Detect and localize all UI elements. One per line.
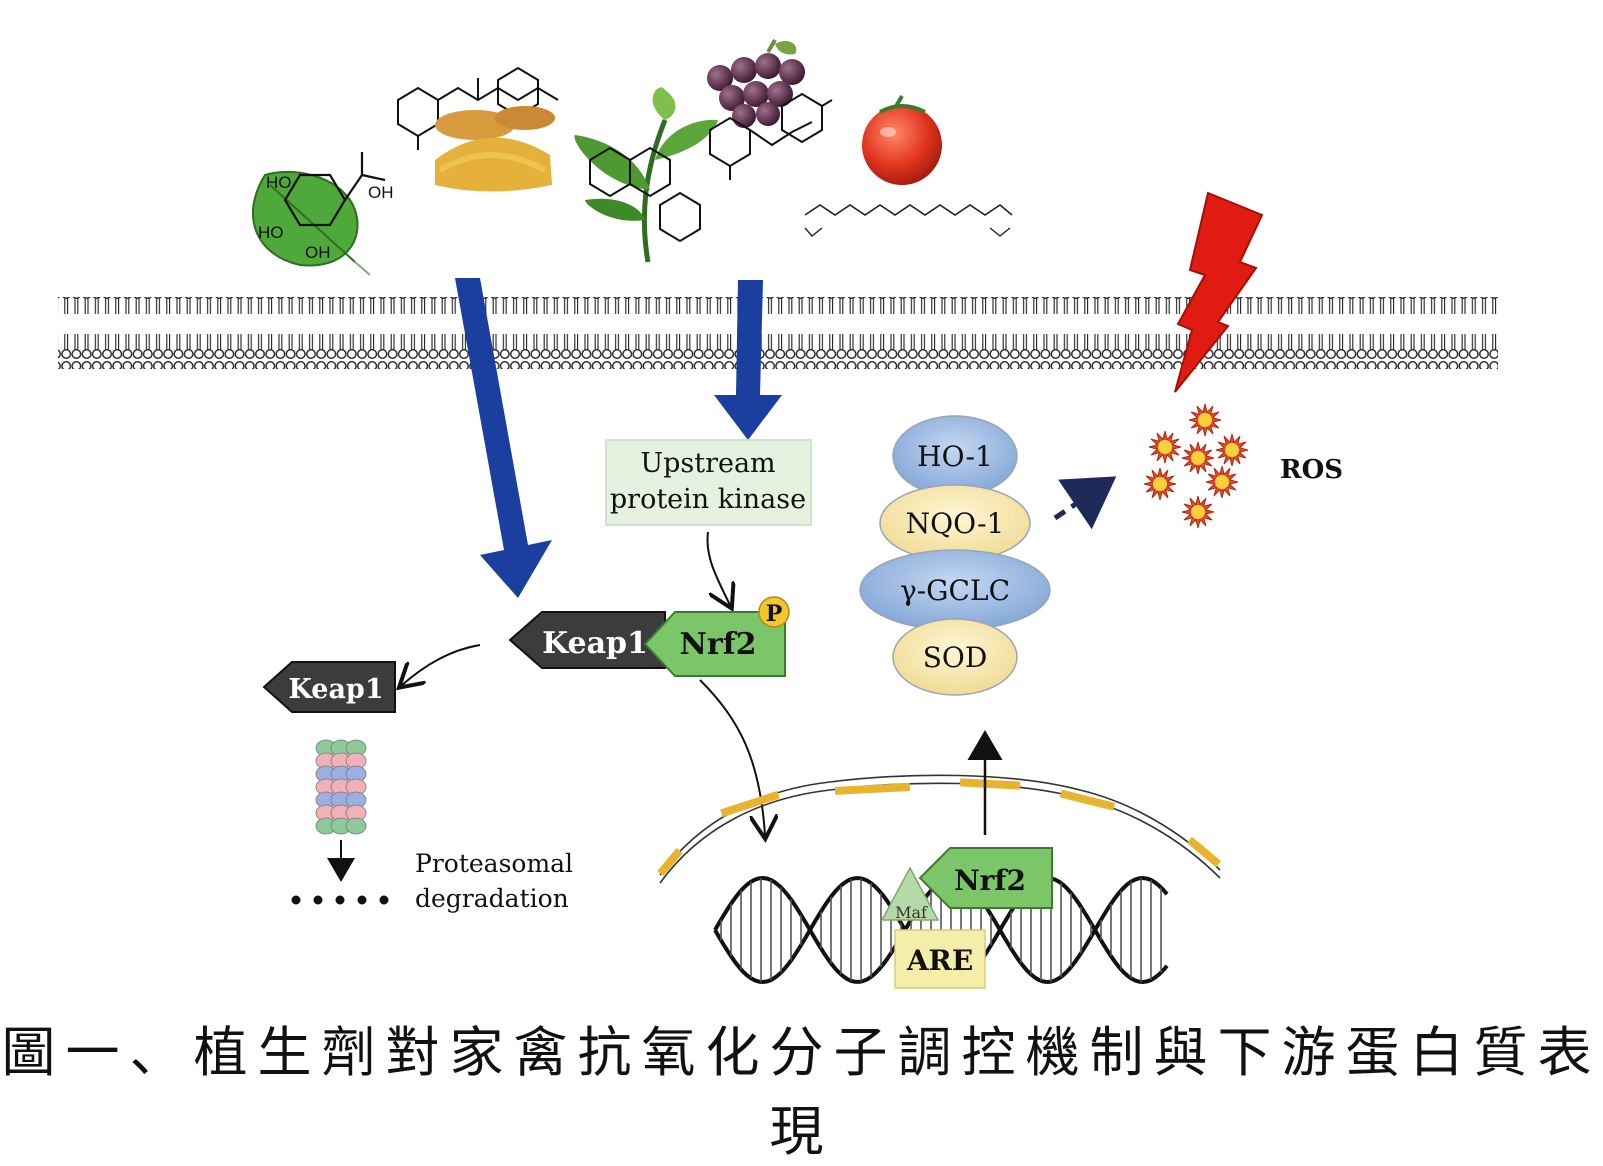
ros-cluster [1143, 403, 1249, 529]
catechin-tea-illustration [574, 87, 718, 263]
keap1-free-label: Keap1 [288, 674, 383, 705]
maf-label: Maf [895, 903, 928, 922]
hydroxy-label: OH [368, 183, 394, 202]
hydroxy-label: HO [258, 223, 284, 242]
gallic-acid-leaf-illustration: HO HO OH OH [251, 152, 394, 276]
kinase-to-nrf2-arrow [706, 531, 730, 605]
degradation-label: degradation [415, 884, 569, 913]
nuclear-envelope [657, 774, 1222, 884]
ros-label: ROS [1280, 455, 1343, 485]
upstream-kinase-line2: protein kinase [610, 484, 806, 515]
figure-caption: 圖一、植生劑對家禽抗氧化分子調控機制與下游蛋白質表現 [1, 1021, 1602, 1163]
enzyme-label: SOD [923, 641, 988, 674]
hydroxy-label: HO [266, 173, 292, 192]
resveratrol-grape-illustration [707, 38, 833, 180]
maf-protein: Maf [880, 866, 940, 922]
nrf2-label: Nrf2 [679, 627, 756, 662]
hydroxy-label: OH [305, 243, 331, 262]
keap1-nrf2-complex: Keap1 Nrf2 P [508, 596, 790, 677]
lycopene-tomato-illustration [804, 94, 1013, 237]
phytochemical-entry-arrow [455, 278, 552, 598]
phytochemical-kinase-arrow [714, 280, 782, 440]
free-keap1: Keap1 [262, 661, 396, 713]
upstream-kinase-line1: Upstream [640, 448, 775, 479]
keap1-label: Keap1 [542, 626, 648, 661]
are-element: ARE [894, 929, 986, 989]
proteasomal-label: Proteasomal [415, 849, 573, 878]
nuclear-nrf2: Nrf2 [918, 847, 1053, 909]
nrf2-nucleus-label: Nrf2 [954, 864, 1026, 897]
pathway-diagram: HO HO OH OH [58, 38, 1498, 989]
are-label: ARE [906, 944, 973, 977]
curcumin-turmeric-illustration [397, 66, 559, 192]
phospho-label: P [766, 601, 783, 627]
degradation-dots [291, 895, 389, 905]
enzyme-label: HO-1 [917, 440, 993, 473]
enzyme-ellipse [892, 618, 1018, 696]
upstream-kinase-box: Upstream protein kinase [605, 439, 812, 526]
oxidative-stress-bolt [1174, 191, 1264, 393]
enzyme-label: γ-GCLC [900, 574, 1010, 607]
enzyme-to-ros-dashed-arrow [1053, 476, 1117, 530]
cell-membrane [58, 297, 1498, 369]
proteasome-icon [315, 739, 367, 835]
release-keap1-arrow [402, 644, 481, 685]
nrf2-translocation-arrow [699, 679, 765, 835]
enzyme-label: NQO-1 [906, 507, 1005, 540]
